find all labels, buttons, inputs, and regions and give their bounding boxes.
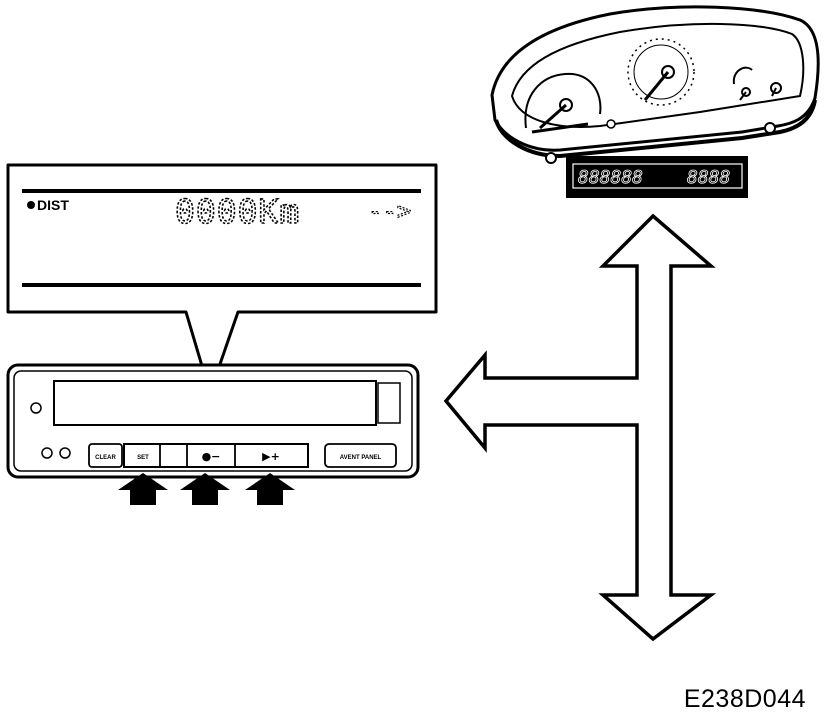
avent-panel-button[interactable]: AVENT PANEL	[324, 443, 397, 468]
clear-button-label: CLEAR	[95, 455, 116, 461]
cluster-display: 888888 8888	[566, 156, 748, 198]
press-arrow-minus-icon	[180, 473, 230, 505]
plus-button[interactable]: ▶+	[236, 446, 307, 465]
press-arrow-set-icon	[118, 473, 168, 505]
head-unit: CLEAR SET ●− ▶+ AVENT PANEL	[6, 363, 420, 479]
mount-tab-right-icon	[764, 122, 776, 134]
distance-readout: 0000Km	[175, 192, 300, 231]
indicator-dot-icon	[27, 201, 35, 209]
dist-indicator-label: DIST	[37, 197, 69, 213]
blank-button[interactable]	[161, 446, 186, 465]
plus-button-label: ▶+	[262, 450, 280, 463]
cluster-display-right: 8888	[687, 167, 730, 188]
minus-button-label: ●−	[202, 450, 221, 463]
clear-button[interactable]: CLEAR	[88, 443, 123, 468]
led-left-icon	[41, 447, 53, 459]
temp-gauge-icon	[770, 82, 782, 97]
led-right-icon	[59, 447, 71, 459]
figure-id: E238D044	[683, 685, 806, 713]
display-callout: DIST 0000Km -->	[6, 163, 438, 395]
mount-tab-left-icon	[545, 152, 557, 164]
scroll-arrow-label: -->	[368, 197, 411, 225]
connection-arrow-icon	[443, 213, 717, 642]
instrument-cluster: 888888 8888	[490, 5, 820, 198]
press-arrow-plus-icon	[245, 473, 295, 505]
head-unit-screen	[53, 380, 377, 426]
indicator-light-icon	[30, 402, 42, 414]
avent-panel-button-label: AVENT PANEL	[340, 455, 382, 461]
set-button[interactable]: SET	[126, 446, 159, 465]
minus-button[interactable]: ●−	[188, 446, 234, 465]
speedometer-icon	[627, 38, 695, 106]
fuel-gauge-icon	[732, 66, 753, 101]
cluster-display-left: 888888	[578, 167, 643, 188]
set-button-label: SET	[137, 455, 149, 461]
